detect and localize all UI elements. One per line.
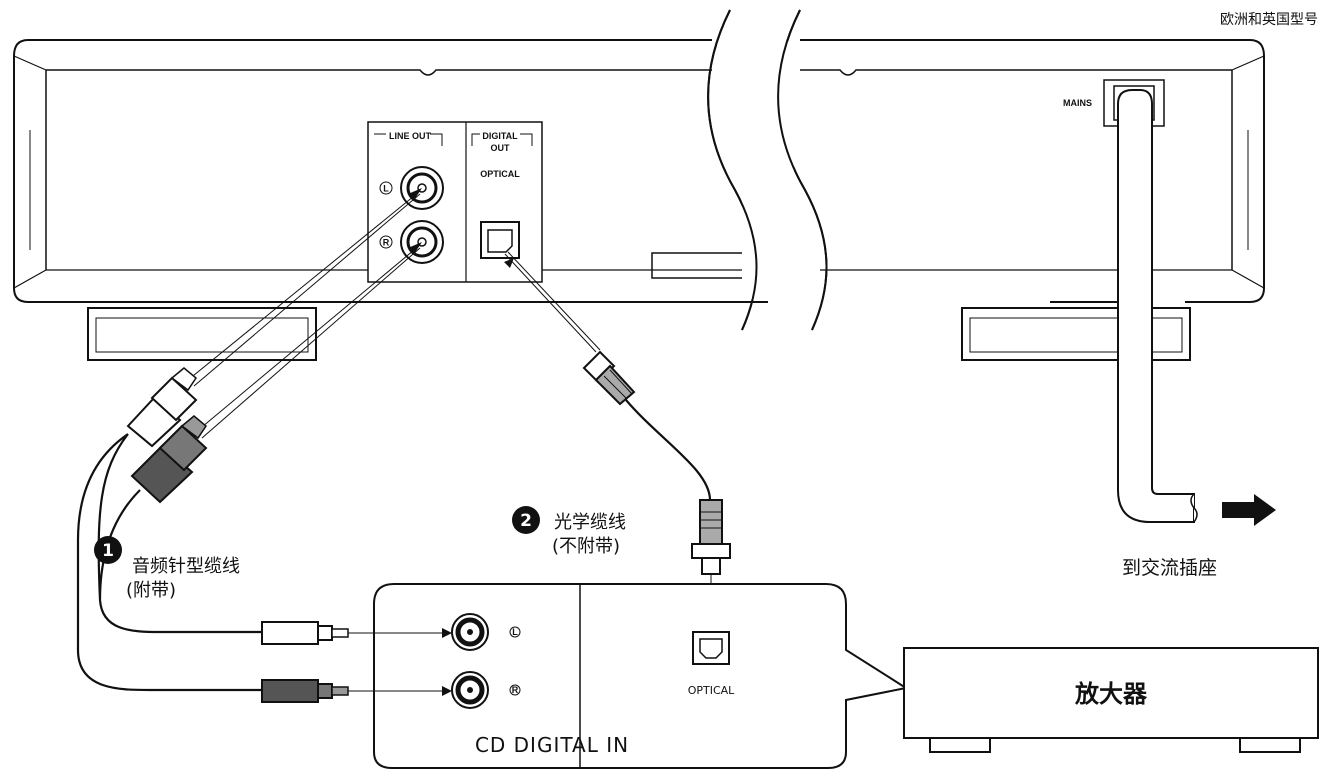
break-lines bbox=[707, 9, 828, 331]
amp-right-mark: R bbox=[512, 685, 519, 695]
arrowhead-icon bbox=[408, 242, 422, 254]
amp-optical-input-jack[interactable] bbox=[692, 631, 730, 665]
line-out-label: LINE OUT bbox=[389, 131, 432, 141]
amplifier: 放大器 bbox=[903, 647, 1319, 753]
mains-label: MAINS bbox=[1063, 98, 1092, 108]
optical-cable-number: 2 bbox=[520, 511, 532, 531]
cd-player-back bbox=[13, 39, 1265, 303]
arrow-right-icon bbox=[1222, 494, 1276, 526]
right-channel-mark-icon bbox=[379, 235, 393, 249]
optical-plug-upper bbox=[582, 350, 636, 406]
audio-cable-name: 音频针型缆线 bbox=[132, 556, 240, 577]
optical-cable-name: 光学缆线 bbox=[554, 512, 626, 533]
amplifier-input-panel: L R OPTICAL CD DIGITAL IN bbox=[373, 583, 909, 769]
player-foot-right-inner bbox=[969, 317, 1183, 353]
player-terminal-panel: LINE OUT DIGITAL OUT OPTICAL L R bbox=[367, 121, 543, 283]
ac-outlet-label: 到交流插座 bbox=[1122, 557, 1217, 579]
player-optical-label: OPTICAL bbox=[480, 169, 520, 179]
break-gap bbox=[742, 42, 794, 300]
audio-cable-label: 1 音频针型缆线 (附带) bbox=[94, 536, 240, 601]
amp-right-input-jack[interactable] bbox=[451, 671, 489, 709]
number-badge-icon bbox=[94, 536, 122, 564]
arrowhead-icon bbox=[504, 258, 514, 268]
amp-left-input-jack[interactable] bbox=[451, 613, 489, 651]
player-foot-left-inner bbox=[95, 317, 309, 353]
digital-out-label-2: OUT bbox=[491, 143, 511, 153]
player-foot-left bbox=[87, 307, 317, 361]
digital-out-label-1: DIGITAL bbox=[482, 131, 518, 141]
right-channel-mark: R bbox=[383, 238, 390, 248]
amp-left-mark: L bbox=[512, 627, 518, 637]
audio-cable-number: 1 bbox=[102, 541, 114, 561]
cd-digital-in-label: CD DIGITAL IN bbox=[475, 733, 629, 757]
left-channel-mark-icon bbox=[509, 626, 521, 638]
left-channel-mark-icon bbox=[379, 181, 393, 195]
amplifier-label: 放大器 bbox=[1074, 680, 1148, 708]
number-badge-icon bbox=[512, 506, 540, 534]
model-note: 欧洲和英国型号 bbox=[1220, 11, 1318, 28]
rca-guide-lines bbox=[187, 193, 601, 439]
arrowhead-icon bbox=[408, 188, 422, 200]
amp-optical-label: OPTICAL bbox=[688, 684, 735, 697]
amp-rca-plug-dark bbox=[261, 679, 349, 703]
digital-optical-out-jack[interactable] bbox=[480, 221, 520, 259]
arrowhead-icon bbox=[442, 628, 452, 638]
amp-rca-plug-white bbox=[261, 621, 349, 645]
optical-plug-lower bbox=[691, 499, 731, 575]
rca-plug-dark bbox=[130, 415, 208, 504]
right-channel-mark-icon bbox=[509, 684, 521, 696]
optical-cable-label: 2 光学缆线 (不附带) bbox=[512, 506, 626, 557]
power-cord bbox=[1117, 89, 1198, 523]
optical-cable-note: (不附带) bbox=[552, 536, 620, 557]
rca-plug-white bbox=[126, 367, 198, 448]
audio-cable-note: (附带) bbox=[126, 580, 176, 601]
optical-cable bbox=[625, 399, 712, 501]
arrowhead-icon bbox=[442, 686, 452, 696]
left-channel-mark: L bbox=[383, 184, 389, 194]
